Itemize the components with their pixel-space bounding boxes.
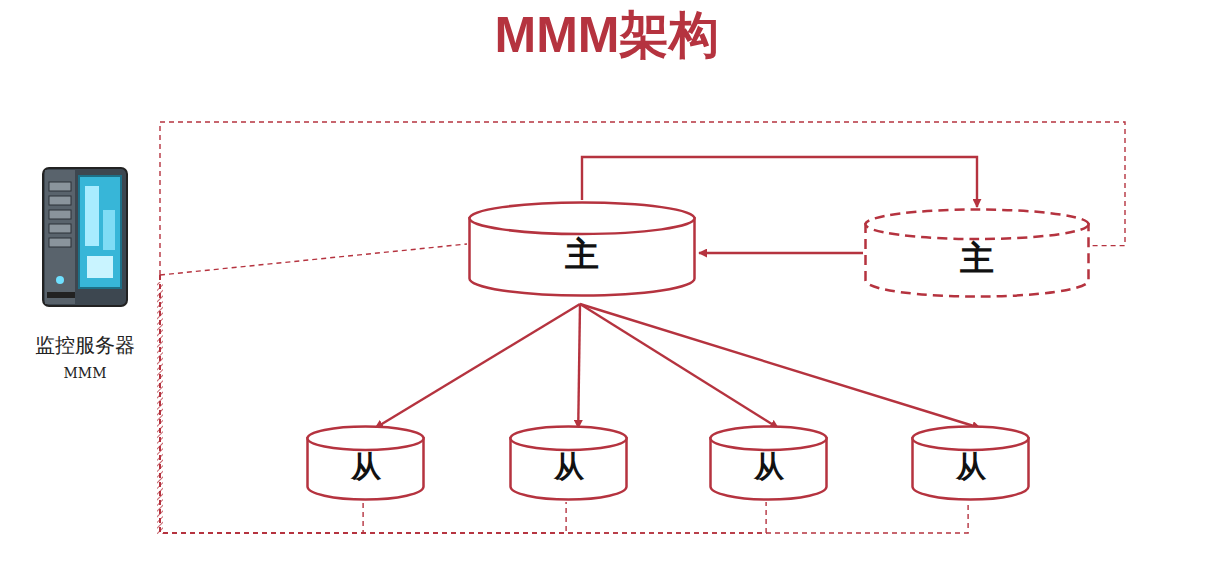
monitor-server: 监控服务器 MMM: [12, 160, 158, 381]
server-icon: [25, 160, 145, 310]
server-name: MMM: [12, 365, 158, 381]
replication-arrow: [375, 304, 580, 428]
database-cylinder: 从: [708, 424, 829, 502]
diagram-title: MMM架构: [0, 2, 1214, 69]
database-cylinder: 从: [910, 424, 1031, 502]
database-label: 主: [467, 200, 697, 298]
database-cylinder: 从: [305, 424, 426, 502]
database-label: 从: [508, 424, 629, 502]
hatched-strip: [157, 282, 163, 534]
replication-arrow: [582, 157, 977, 207]
database-cylinder: 主: [467, 200, 697, 298]
server-label: 监控服务器: [12, 332, 158, 359]
replication-arrow: [699, 252, 863, 254]
database-label: 从: [305, 424, 426, 502]
monitor-link: [160, 275, 766, 533]
database-label: 主: [863, 207, 1091, 299]
monitor-link: [160, 244, 467, 275]
database-cylinder: 主: [863, 207, 1091, 299]
database-label: 从: [708, 424, 829, 502]
replication-arrow: [580, 304, 980, 428]
replication-arrow: [580, 304, 778, 428]
monitor-link: [160, 275, 968, 533]
replication-arrow: [578, 304, 580, 428]
database-label: 从: [910, 424, 1031, 502]
monitor-link: [160, 275, 566, 533]
database-cylinder: 从: [508, 424, 629, 502]
